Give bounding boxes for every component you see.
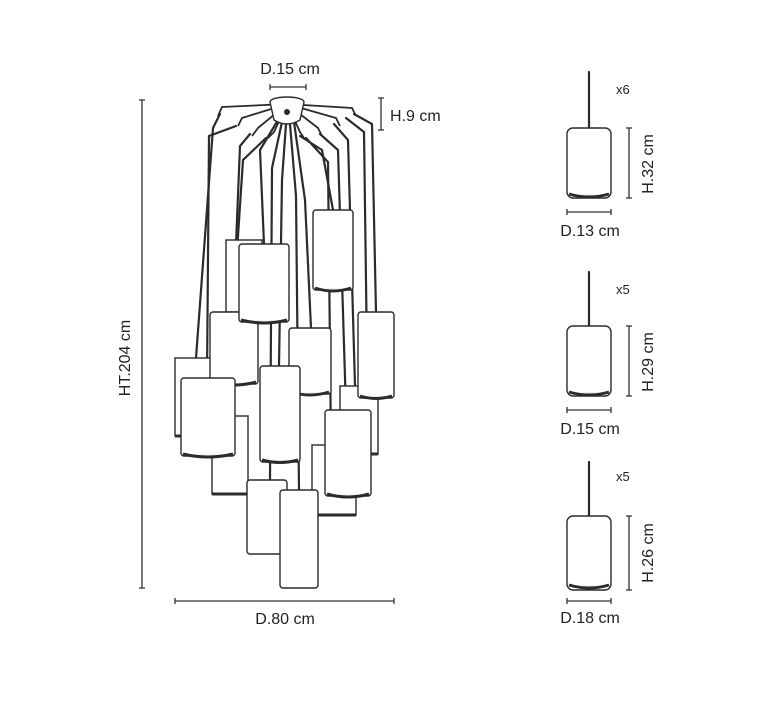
shade-variant-1 <box>566 70 632 215</box>
shade-3-count: x5 <box>616 469 630 484</box>
shade <box>259 365 301 464</box>
shade-2-height: H.29 cm <box>640 332 657 392</box>
shade-2-diameter: D.15 cm <box>560 421 620 438</box>
shade-1-diameter: D.13 cm <box>560 223 620 240</box>
cluster-pendant <box>174 96 395 589</box>
shade-1-height: H.32 cm <box>640 134 657 194</box>
shade-3-height: H.26 cm <box>640 523 657 583</box>
shade-1-count: x6 <box>616 82 630 97</box>
cluster-dimensions <box>139 84 395 604</box>
overall-diameter-label: D.80 cm <box>255 611 315 628</box>
canopy <box>269 96 305 125</box>
canopy-diameter-label: D.15 cm <box>260 61 320 78</box>
shade-2-count: x5 <box>616 282 630 297</box>
shade <box>357 311 395 400</box>
canopy-height-label: H.9 cm <box>390 108 441 125</box>
shade <box>312 209 354 293</box>
shade <box>238 243 290 325</box>
shade <box>279 489 319 589</box>
shade-variant-3 <box>566 460 632 604</box>
shade-variant-2 <box>566 270 632 413</box>
shade-3-diameter: D.18 cm <box>560 610 620 627</box>
total-height-label: HT.204 cm <box>117 320 134 396</box>
shade <box>180 377 236 459</box>
shade <box>324 409 372 499</box>
